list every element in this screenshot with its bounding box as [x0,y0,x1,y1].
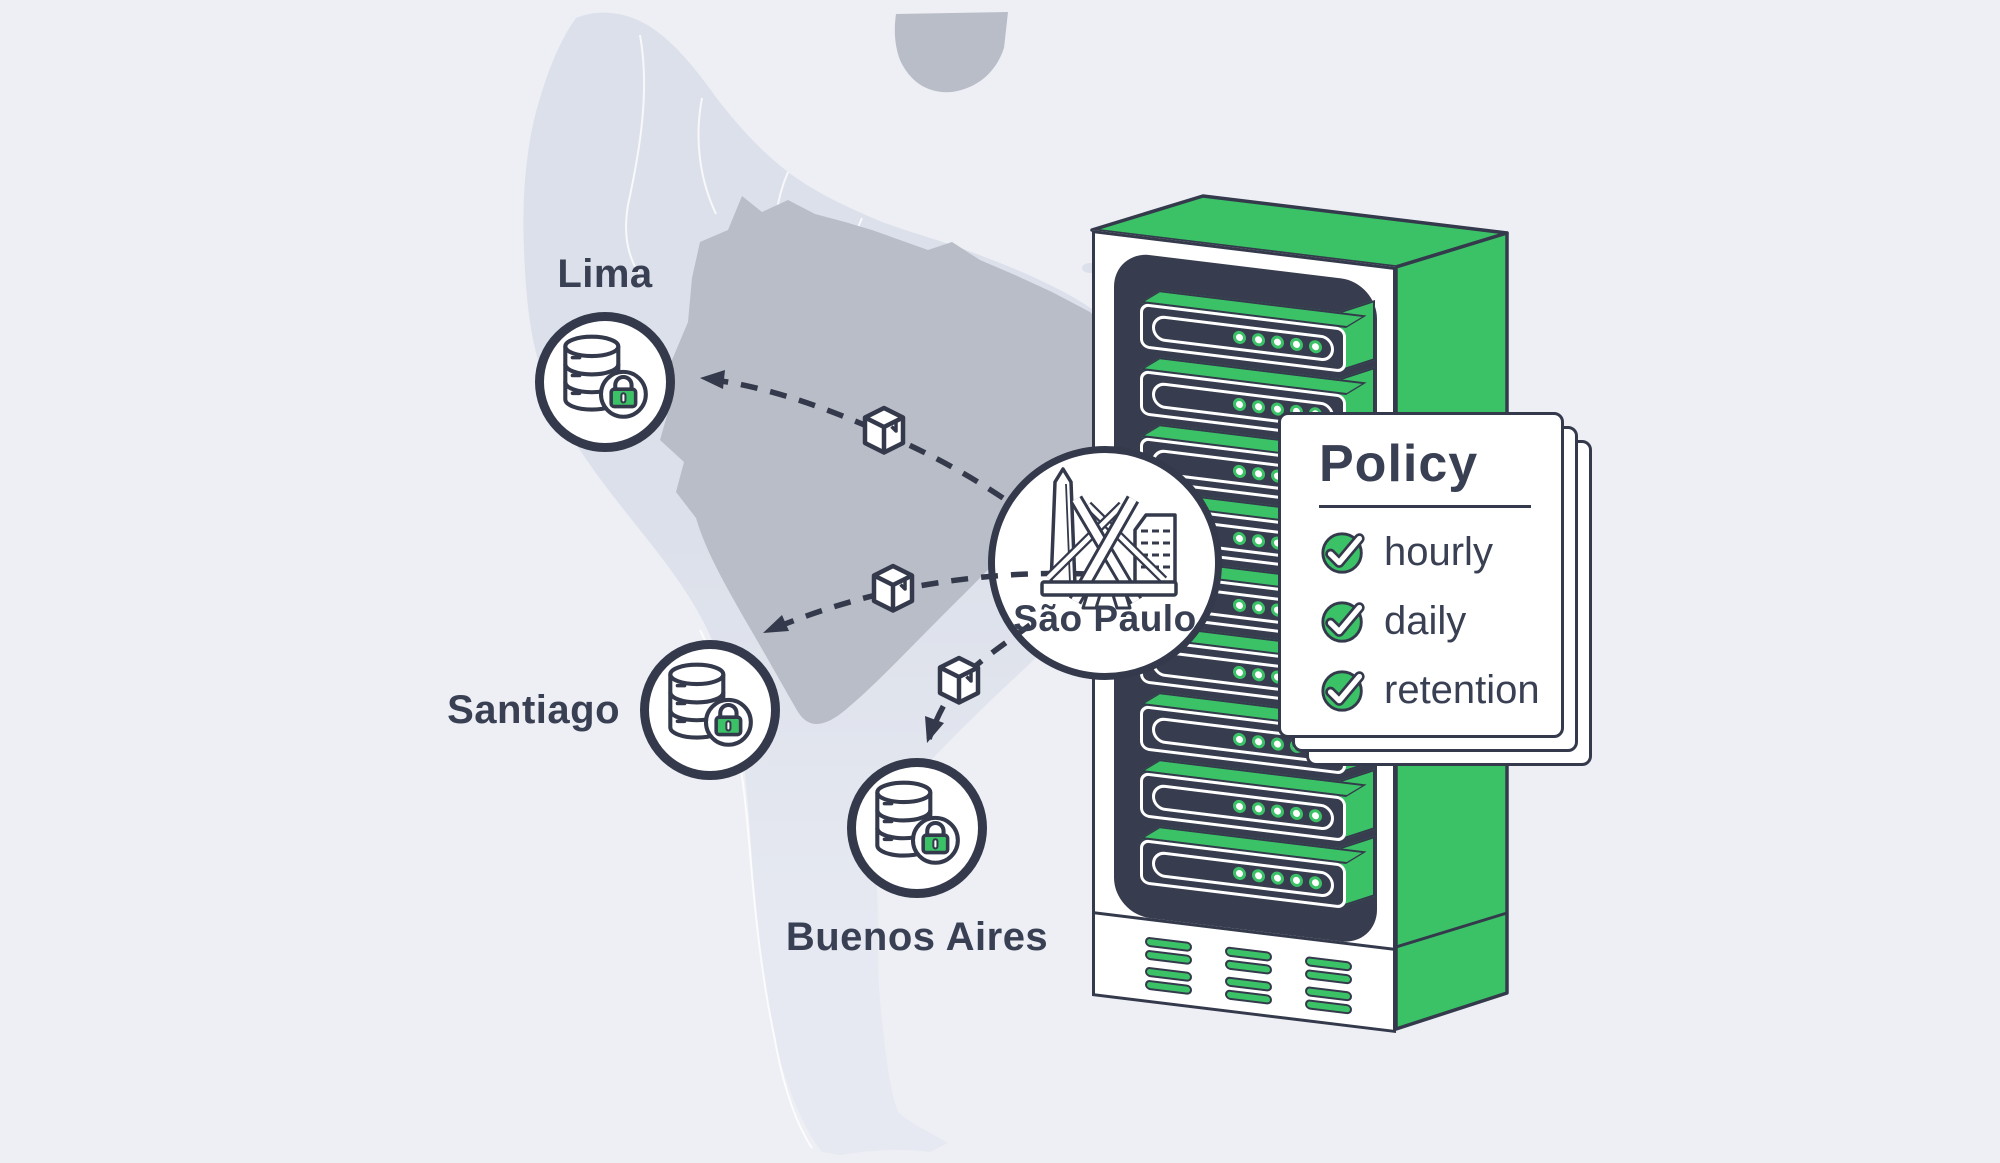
policy-divider [1319,504,1531,508]
buenos-aires-label: Buenos Aires [785,915,1049,959]
link-to-lima [705,376,1005,501]
sao-paulo-label: São Paulo [1013,598,1197,639]
database-lock-icon [861,771,967,877]
check-icon [1319,528,1369,578]
sao-paulo-hub-circle [988,446,1222,680]
check-icon [1319,666,1369,716]
rack-side-base-line [1395,911,1508,949]
policy-item-retention: retention [1319,666,1540,716]
santiago-database-node [640,640,780,780]
policy-title: Policy [1319,435,1479,493]
lima-label: Lima [557,252,653,296]
highlight-region-north [894,12,1008,93]
arrowhead-buenos-aires [925,716,944,743]
database-lock-icon [549,325,655,431]
lima-database-node [535,312,675,452]
link-to-buenos-aires [926,622,1032,740]
santiago-label: Santiago [447,688,620,732]
database-lock-icon [654,653,760,759]
policy-item-hourly: hourly [1319,528,1537,578]
check-icon [1319,597,1369,647]
arrowhead-lima [700,370,725,389]
arrowheads [700,370,944,743]
policy-item-label: daily [1384,599,1467,644]
policy-items: hourly daily retention [1319,528,1540,716]
policy-item-label: hourly [1384,530,1493,575]
policy-item-daily: daily [1319,597,1537,647]
buenos-aires-database-node [847,758,987,898]
policy-card: Policy hourly daily retention [1278,412,1564,738]
highlight-region-brazil [652,196,1123,725]
arrowhead-santiago [763,615,789,633]
policy-item-label: retention [1384,668,1540,713]
